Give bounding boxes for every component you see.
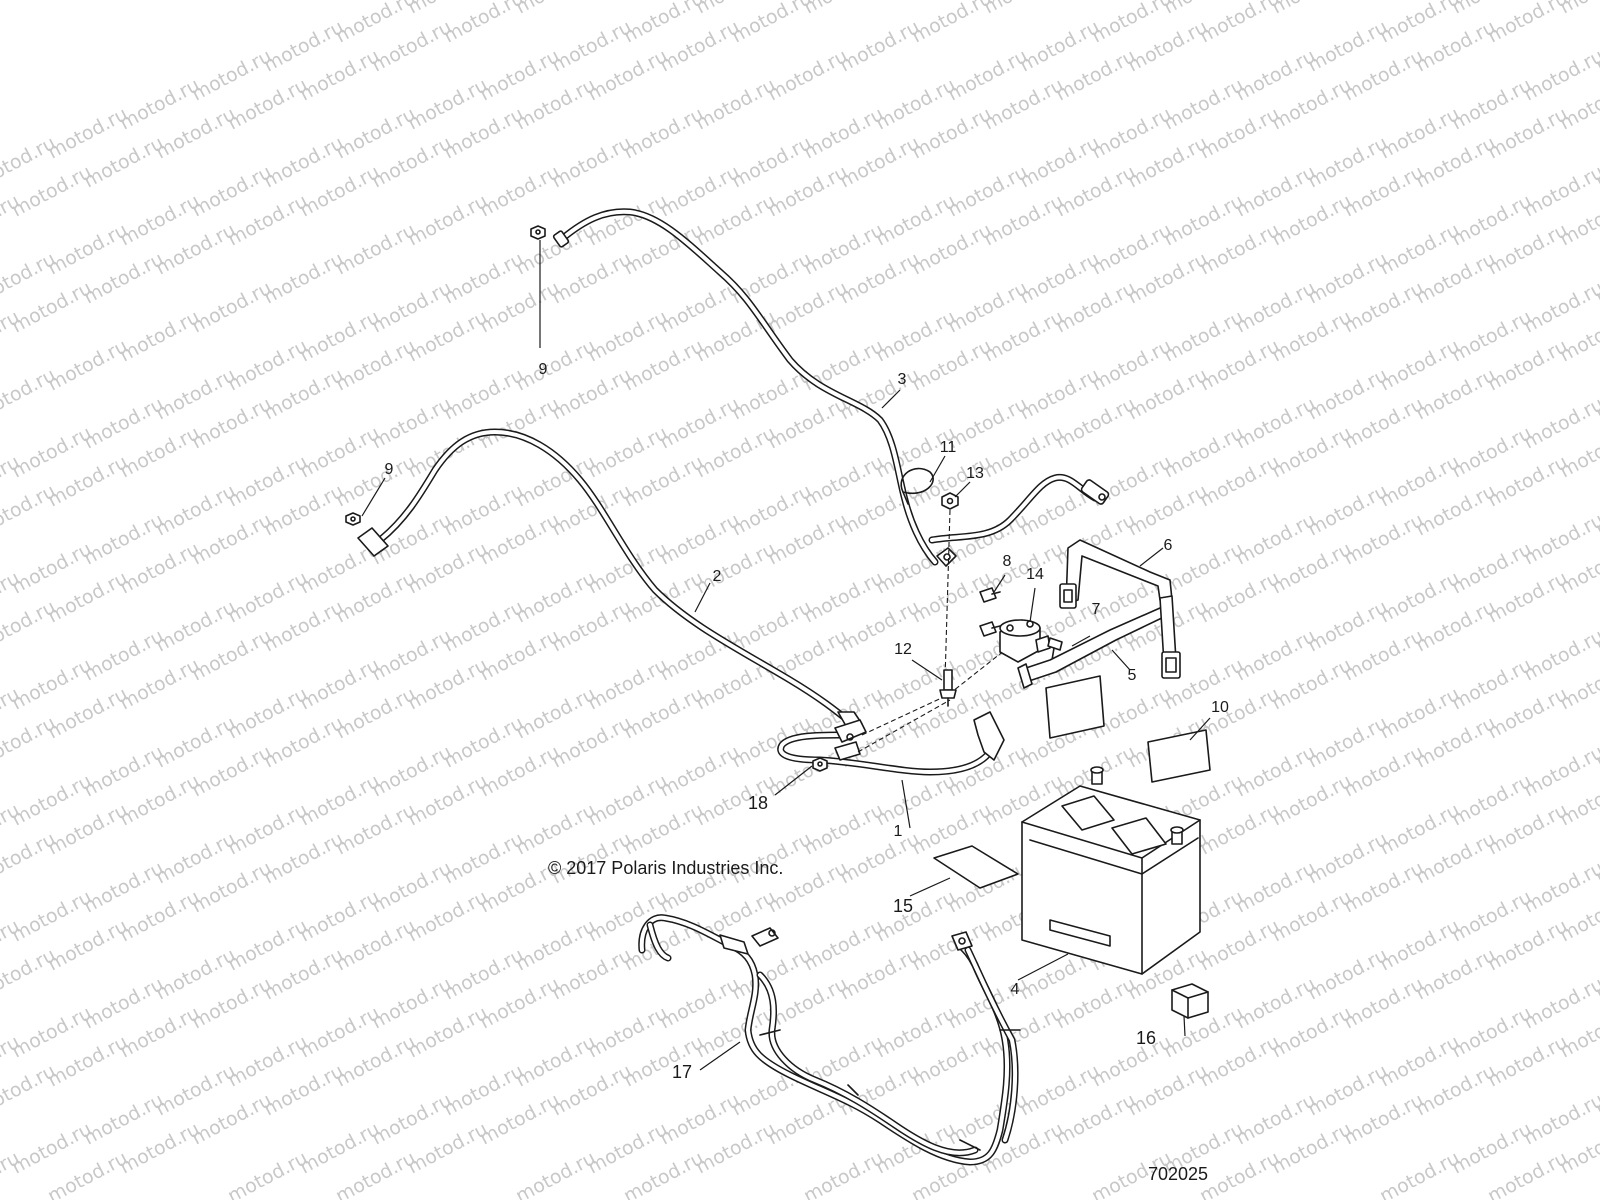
watermark-text: motod.ru [188,277,275,337]
label-10[interactable] [1147,729,1211,783]
callout-labels: 1 2 3 4 5 6 7 8 9 9 10 11 12 13 14 15 16… [385,361,1229,1082]
watermark-text: motod.ru [800,1147,887,1200]
watermark-text: motod.ru [512,0,599,18]
watermark-text: motod.ru [1556,0,1600,18]
nut-9-upper[interactable] [530,225,546,240]
callout-7: 7 [1092,601,1101,618]
stud-12[interactable] [939,669,957,707]
watermark-text: motod.ru [1520,1089,1600,1149]
watermark-text: motod.ru [728,0,815,47]
watermark-text: motod.ru [512,1147,599,1200]
callout-8: 8 [1003,553,1012,570]
leader-lines [361,240,1211,1071]
watermark-text: motod.ru [692,74,779,134]
watermark-text: motod.ru [440,0,527,47]
watermark-text: motod.ru [1520,161,1600,221]
battery-4[interactable] [1021,766,1201,975]
harness-17[interactable] [638,914,1021,1166]
watermark-text: motod.ru [476,161,563,221]
callout-5: 5 [1128,667,1137,684]
pad[interactable] [1045,675,1105,739]
watermark-text: motod.ru [1520,509,1600,569]
watermark-text: motod.ru [44,335,131,395]
watermark-text: motod.ru [836,16,923,76]
callout-9-upper: 9 [539,361,548,378]
callout-12: 12 [894,641,912,658]
watermark-text: motod.ru [404,190,491,250]
watermark-text: motod.ru [1268,0,1355,18]
cable-3[interactable] [552,208,1110,566]
callout-11: 11 [940,439,957,456]
callout-14: 14 [1026,566,1044,583]
callout-17: 17 [672,1062,692,1082]
watermark-text: motod.ru [800,0,887,18]
watermark-text: motod.ru [1196,0,1283,47]
watermark-text: motod.ru [1520,625,1600,685]
watermark-text: motod.ru [224,1147,311,1200]
diagram-number: 702025 [1148,1164,1208,1184]
nut-9-left[interactable] [345,512,361,526]
watermark-text: motod.ru [1520,45,1600,105]
watermark-text: motod.ru [1520,857,1600,917]
watermark-text: motod.ru [980,0,1067,18]
watermark-text: motod.ru [1520,973,1600,1033]
watermark-text: motod.ru [620,103,707,163]
watermark-text: motod.ru [908,0,995,47]
watermark-text: motod.ru [1520,741,1600,801]
spacer-16[interactable] [1171,983,1209,1019]
callout-10: 10 [1211,699,1229,716]
callout-6: 6 [1164,537,1173,554]
callout-1: 1 [894,823,903,840]
hold-down-strap-6[interactable] [1059,539,1181,679]
ring-terminal[interactable] [936,547,957,567]
callout-13: 13 [966,465,984,482]
callout-9-left: 9 [385,461,394,478]
callout-2: 2 [713,568,722,585]
watermark-text: motod.ru [332,219,419,279]
watermark-text: motod.ru [1376,1147,1463,1200]
cable-2[interactable] [357,428,863,727]
watermark-text: motod.ru [764,45,851,105]
cable-1[interactable] [777,711,1005,776]
watermark-text: motod.ru [260,248,347,308]
watermark-text: motod.ru [1520,277,1600,337]
watermark-text: motod.ru [548,132,635,192]
callout-15: 15 [893,896,913,916]
nut-13[interactable] [941,492,959,510]
screw-8[interactable] [979,587,1001,637]
watermark-text: motod.ru [116,306,203,366]
nut-18[interactable] [812,757,828,772]
watermark-text: motod.ru [1484,0,1571,47]
callout-4: 4 [1011,981,1020,998]
label-15[interactable] [933,845,1019,889]
solenoid-14[interactable] [999,619,1051,663]
copyright-notice: © 2017 Polaris Industries Inc. [548,858,783,878]
callout-16: 16 [1136,1028,1156,1048]
cable-tie-11[interactable] [900,467,934,505]
callout-18: 18 [748,793,768,813]
callout-3: 3 [898,371,907,388]
assembly-lines [857,509,1006,753]
watermark-text: motod.ru [1520,393,1600,453]
